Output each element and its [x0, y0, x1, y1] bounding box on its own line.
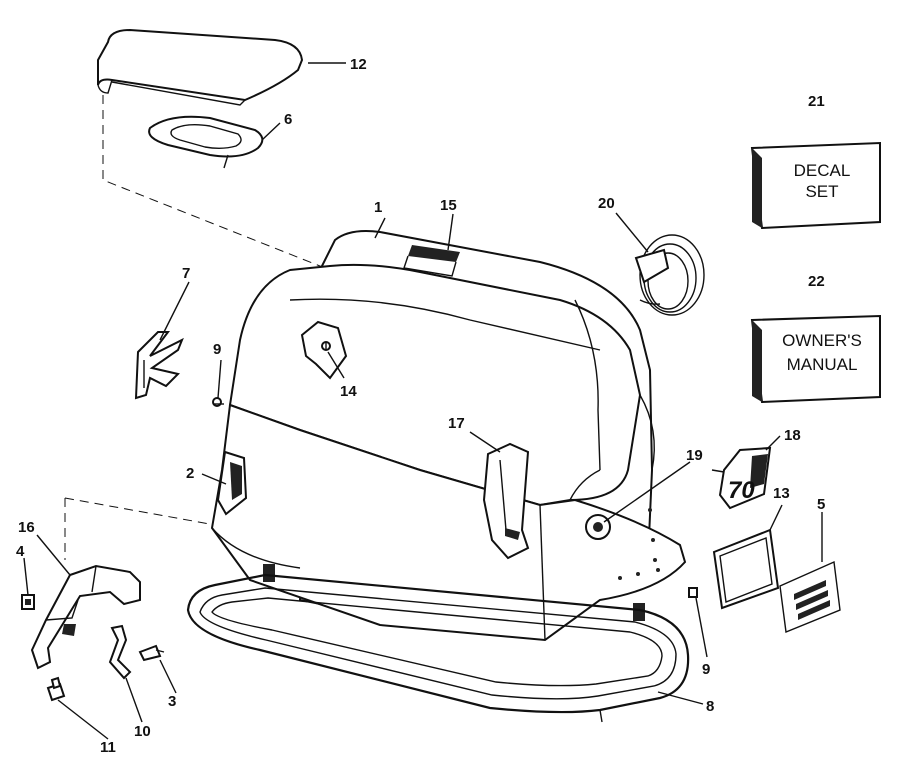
- decal-box-line2: SET: [805, 182, 838, 201]
- part-screw-upper: [212, 397, 224, 407]
- callout-17: 17: [448, 415, 465, 432]
- callout-22: 22: [808, 273, 825, 290]
- callout-16: 16: [18, 519, 35, 536]
- part-engine-cowl: [210, 230, 687, 642]
- callout-2: 2: [186, 465, 194, 482]
- part-bottom-gasket: [186, 573, 690, 723]
- part-emblem-bracket: [134, 331, 184, 400]
- callout-5: 5: [817, 496, 825, 513]
- decal-box-line1: DECAL: [794, 161, 851, 180]
- callout-4: 4: [16, 543, 25, 560]
- callout-13: 13: [773, 485, 790, 502]
- callout-3: 3: [168, 693, 176, 710]
- part-bolt: [138, 644, 165, 662]
- callout-10: 10: [134, 723, 151, 740]
- callout-1: 1: [374, 199, 382, 216]
- part-bushing: [21, 594, 35, 610]
- callout-14: 14: [340, 383, 357, 400]
- callout-21: 21: [808, 93, 825, 110]
- callout-20: 20: [598, 195, 615, 212]
- manual-box-line2: MANUAL: [787, 355, 858, 374]
- part-screw-lower: [688, 587, 698, 598]
- callout-9-lower: 9: [702, 661, 710, 678]
- callout-11: 11: [100, 739, 116, 756]
- part-clip: [108, 624, 132, 680]
- part-grommet: [585, 514, 611, 540]
- assembly-guide-lines: [64, 95, 331, 560]
- part-wire-harness: [634, 234, 705, 316]
- manual-box-line1: OWNER'S: [782, 331, 862, 350]
- part-cover-plate: [712, 528, 780, 610]
- decal-set-box: DECAL SET: [750, 141, 881, 230]
- leader-lines: [23, 62, 823, 740]
- callout-6: 6: [284, 111, 292, 128]
- callout-8: 8: [706, 698, 714, 715]
- part-70-badge: 70: [711, 446, 772, 510]
- badge-70-text: 70: [728, 477, 755, 504]
- callout-labels: 12 6 21 1 15 20 22 7 9 14 17 18 2 19 13 …: [16, 56, 825, 756]
- part-rivet: [46, 676, 66, 702]
- part-side-latch: [216, 450, 248, 516]
- callout-15: 15: [440, 197, 457, 214]
- callout-19: 19: [686, 447, 703, 464]
- part-vent-grille: [779, 560, 841, 633]
- callout-7: 7: [182, 265, 190, 282]
- callout-12: 12: [350, 56, 367, 73]
- callout-9-upper: 9: [213, 341, 221, 358]
- callout-18: 18: [784, 427, 801, 444]
- part-top-cap: [97, 28, 304, 106]
- owners-manual-box: OWNER'S MANUAL: [750, 314, 881, 404]
- part-hinge-assembly: [30, 564, 141, 670]
- part-seal-ring: [148, 115, 264, 169]
- part-hinge-bracket: [482, 442, 530, 560]
